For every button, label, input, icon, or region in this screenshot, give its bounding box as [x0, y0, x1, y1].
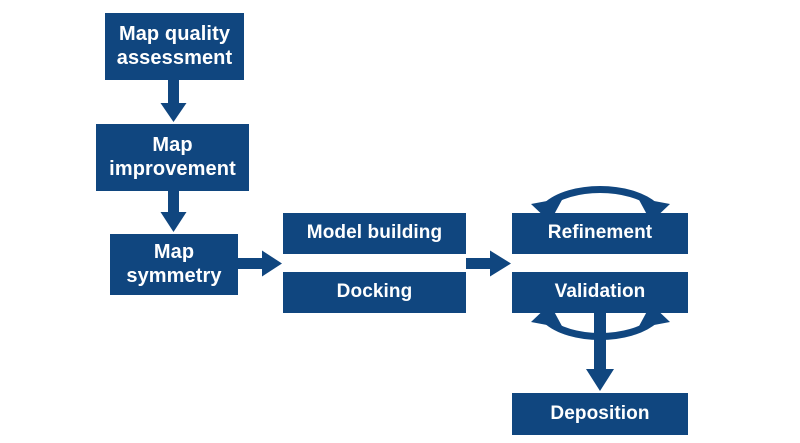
node-label: Refinement [547, 222, 653, 244]
node-docking[interactable]: Docking [283, 272, 466, 313]
node-deposition[interactable]: Deposition [512, 393, 688, 435]
node-map-quality-assessment[interactable]: Map quality assessment [105, 13, 244, 80]
node-label: Validation [554, 281, 646, 303]
arrow-improvement-to-symmetry [160, 191, 187, 232]
node-map-symmetry[interactable]: Map symmetry [110, 234, 238, 295]
node-map-improvement[interactable]: Map improvement [96, 124, 249, 191]
arrow-quality-to-improvement [160, 80, 187, 122]
node-label: Deposition [550, 402, 650, 424]
arrow-symmetry-to-building [238, 250, 282, 277]
node-refinement[interactable]: Refinement [512, 213, 688, 254]
node-label: Map improvement [109, 133, 236, 180]
arc-refinement-validation-top [531, 186, 670, 222]
node-label: Map symmetry [126, 240, 222, 287]
node-model-building[interactable]: Model building [283, 213, 466, 254]
node-label: Docking [336, 281, 413, 303]
arrow-building-to-refinement [466, 250, 511, 277]
node-label: Model building [306, 222, 443, 244]
node-label: Map quality assessment [116, 22, 233, 69]
node-validation[interactable]: Validation [512, 272, 688, 313]
arrow-validation-to-deposition [586, 313, 614, 391]
